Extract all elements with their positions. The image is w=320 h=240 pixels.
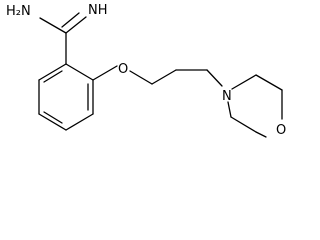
morpholine-bond	[227, 101, 232, 118]
morpholine-bond	[255, 131, 267, 138]
ether-oxygen-label: O	[118, 62, 128, 77]
chain-to-nitrogen-bond	[206, 69, 223, 87]
ring-double-bond	[43, 111, 63, 124]
molecule-drawing: H₂N NH O N O	[6, 3, 286, 138]
morpholine-bond	[255, 74, 283, 91]
ring-bond	[65, 63, 94, 81]
oxygen-to-chain-bond	[129, 70, 153, 85]
amidine-group: H₂N NH	[6, 3, 108, 65]
imine-double-bond	[61, 12, 80, 28]
structure-diagram: H₂N NH O N O	[6, 3, 286, 138]
ring-bond	[65, 113, 94, 131]
ring-double-bond	[43, 70, 63, 83]
morpholine-nitrogen-label: N	[222, 89, 232, 104]
chain-bond	[151, 69, 177, 85]
imine-double-bond	[65, 16, 87, 34]
benzene-ring	[38, 63, 94, 131]
amine-label: H₂N	[6, 4, 31, 19]
amine-bond	[39, 17, 67, 34]
imine-label: NH	[88, 3, 108, 18]
morpholine-oxygen-label: O	[276, 123, 286, 138]
ring-bond	[38, 113, 67, 131]
ether-chain: O	[92, 62, 223, 87]
morpholine-ring: N O	[222, 74, 286, 138]
ring-to-oxygen-bond	[92, 65, 118, 81]
ring-bond	[38, 63, 67, 81]
morpholine-bond	[230, 116, 257, 133]
morpholine-bond	[231, 74, 257, 90]
